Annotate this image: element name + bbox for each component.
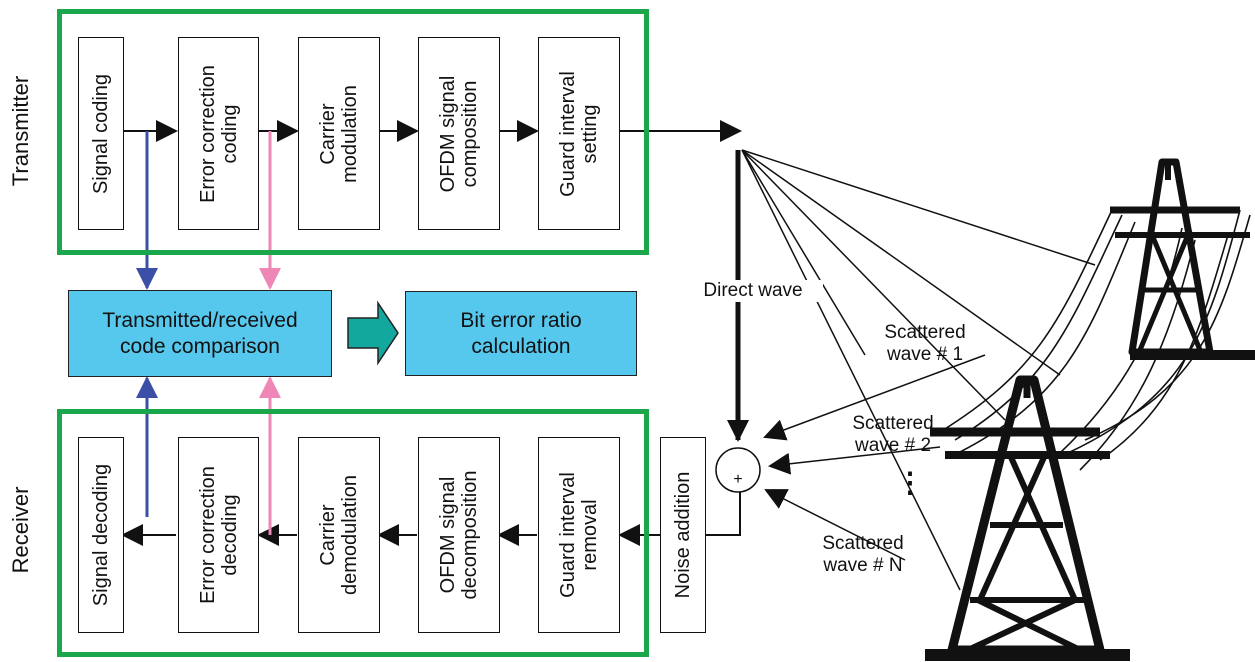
ofdm-composition-block: OFDM signal composition: [418, 37, 500, 230]
code-comparison-box: Transmitted/received code comparison: [68, 290, 332, 377]
error-correction-decoding-block: Error correction decoding: [178, 437, 259, 633]
scattered-wave-1-label: Scattered wave # 1: [884, 322, 966, 365]
ofdm-decomposition-label: OFDM signal decomposition: [437, 470, 481, 600]
scattered-wave-2-label: Scattered wave # 2: [852, 413, 934, 456]
receiver-side-label: Receiver: [8, 486, 33, 574]
error-correction-coding-label: Error correction coding: [196, 64, 241, 203]
scattered-input-arrows: [763, 354, 986, 561]
signal-coding-label: Signal coding: [90, 73, 112, 194]
tower-far-icon: [1110, 158, 1255, 360]
noise-addition-block: Noise addition: [660, 437, 706, 633]
ofdm-decomposition-block: OFDM signal decomposition: [418, 437, 500, 633]
adder-plus-symbol: +: [733, 471, 743, 488]
ofdm-composition-label: OFDM signal composition: [437, 75, 481, 192]
scattered-rays: [741, 149, 1096, 591]
comparison-arrows: [136, 131, 281, 535]
carrier-modulation-block: Carrier modulation: [298, 37, 380, 230]
carrier-modulation-label: Carrier modulation: [317, 84, 361, 183]
scattered-wave-n-label: Scattered wave # N: [822, 533, 904, 576]
guard-interval-removal-label: Guard interval removal: [557, 472, 601, 598]
error-correction-coding-block: Error correction coding: [178, 37, 259, 230]
carrier-demodulation-label: Carrier demodulation: [317, 474, 361, 596]
receiver-frame: [57, 409, 649, 657]
signal-coding-block: Signal coding: [78, 37, 124, 230]
transmitter-frame: [57, 9, 649, 255]
adder-circle: [715, 447, 761, 493]
noise-addition-label: Noise addition: [672, 471, 694, 599]
guard-interval-removal-block: Guard interval removal: [538, 437, 620, 633]
error-correction-decoding-label: Error correction decoding: [196, 466, 241, 604]
signal-decoding-label: Signal decoding: [90, 463, 112, 607]
signal-decoding-block: Signal decoding: [78, 437, 124, 633]
guard-interval-setting-block: Guard interval setting: [538, 37, 620, 230]
carrier-demodulation-block: Carrier demodulation: [298, 437, 380, 633]
more-waves-dots: ⋮: [896, 467, 924, 498]
transmitter-side-label: Transmitter: [8, 75, 33, 187]
guard-interval-setting-label: Guard interval setting: [557, 70, 601, 197]
ber-calculation-box: Bit error ratio calculation: [405, 291, 637, 376]
tower-near-icon: [925, 375, 1130, 661]
block-arrow-to-ber: [347, 300, 399, 366]
direct-wave-label: Direct wave: [683, 280, 823, 302]
